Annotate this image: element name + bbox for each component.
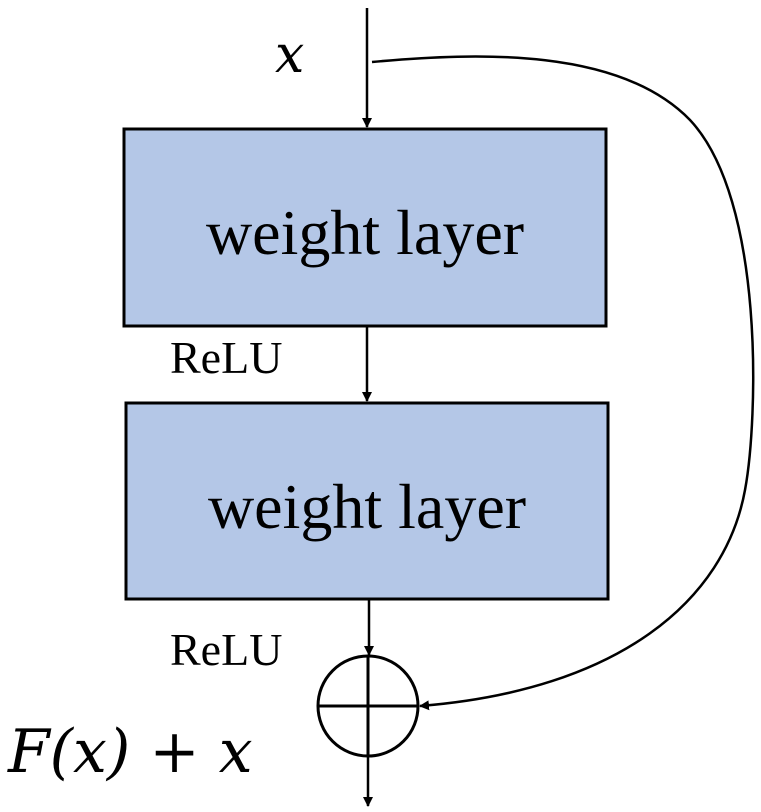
weight-layer-box-1 bbox=[122, 127, 608, 328]
weight-layer-block-1: weight layer bbox=[122, 127, 608, 328]
relu-label-2: ReLU bbox=[170, 624, 282, 675]
output-label: F(x) + x bbox=[7, 717, 253, 787]
skip-connection-arrow bbox=[371, 55, 755, 711]
weight-layer-label-1: weight layer bbox=[206, 197, 524, 268]
input-label: x bbox=[275, 25, 304, 85]
weight-layer-box-2 bbox=[124, 401, 610, 601]
weight-layer-label-2: weight layer bbox=[208, 471, 526, 542]
relu-label-1: ReLU bbox=[170, 332, 282, 383]
weight-layer-block-2: weight layer bbox=[124, 401, 610, 601]
sum-node bbox=[316, 654, 420, 758]
